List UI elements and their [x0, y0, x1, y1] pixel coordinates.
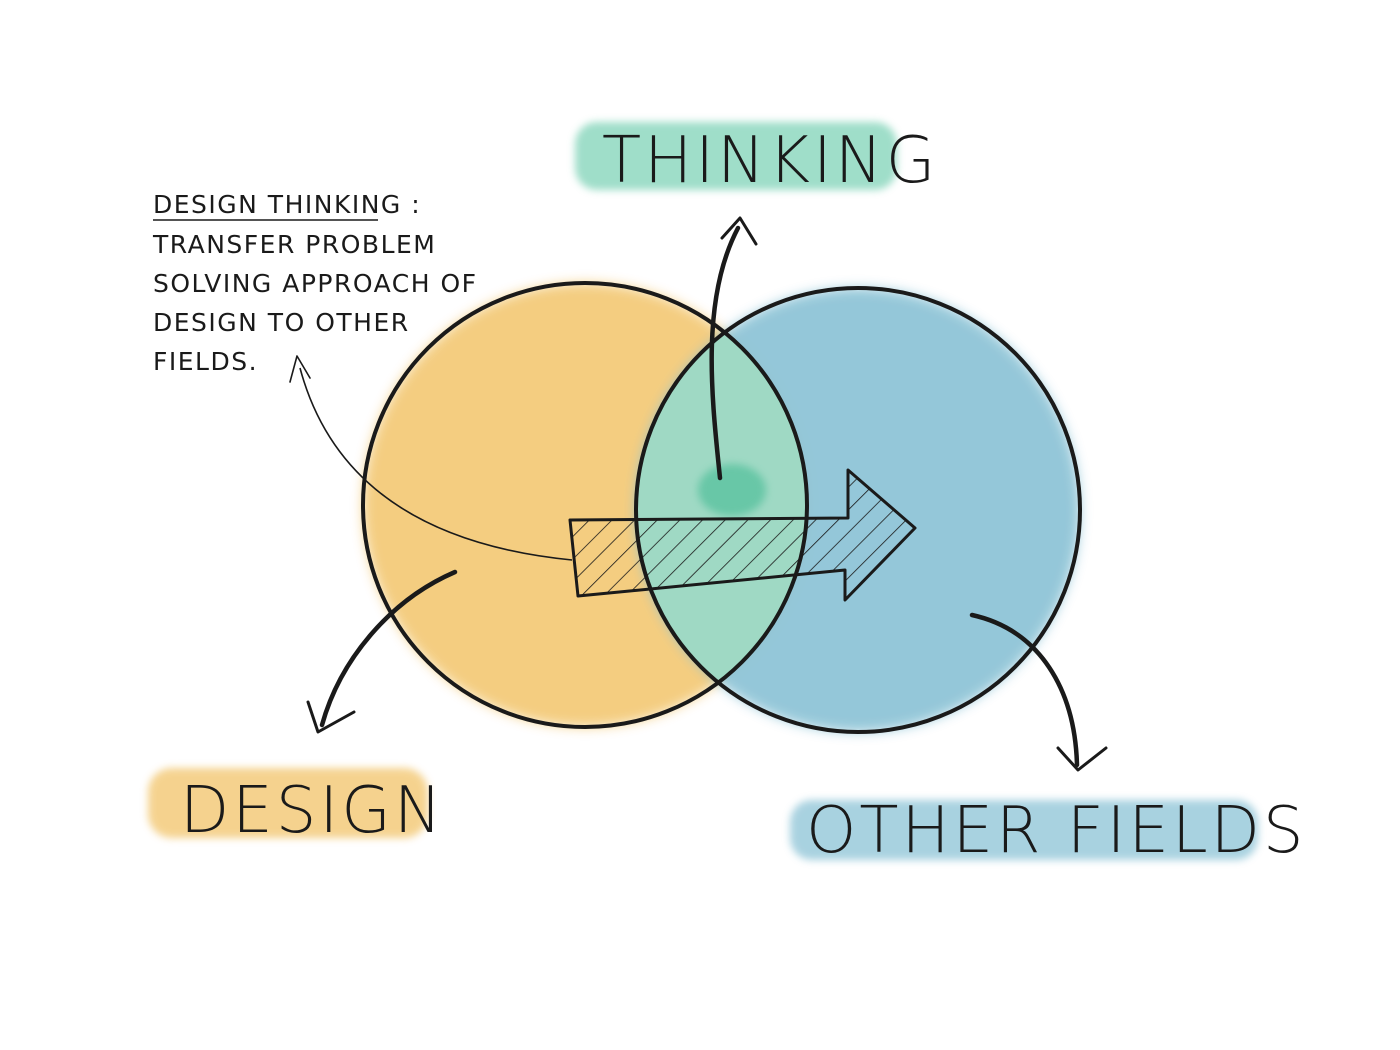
- note-line-3: DESIGN TO OTHER: [153, 308, 410, 337]
- arrow-to-other-fields: [969, 612, 1080, 768]
- arrow-to-thinking: [709, 225, 741, 481]
- note-line-1: TRANSFER PROBLEM: [152, 230, 436, 259]
- overlap-region-fill: [636, 288, 807, 727]
- thinking-label: THINKING: [602, 124, 938, 198]
- other-fields-label: OTHER FIELDS: [806, 794, 1307, 868]
- note-line-4: FIELDS.: [153, 347, 258, 376]
- thinking-source-blob: [698, 464, 766, 516]
- arrow-to-design-head: [306, 700, 356, 734]
- thinking-label-wash: [575, 122, 897, 190]
- note-line-2: SOLVING APPROACH OF: [153, 269, 478, 298]
- arrow-to-note: [299, 367, 573, 561]
- other-fields-label-wash: [790, 800, 1258, 860]
- design-circle-outline: [361, 281, 809, 729]
- arrow-to-thinking-head: [720, 216, 758, 246]
- arrow-to-design: [319, 569, 458, 728]
- design-label: DESIGN: [180, 774, 445, 848]
- arrow-to-note-head: [289, 355, 311, 383]
- arrow-to-other-fields-head: [1056, 746, 1108, 772]
- note-heading: DESIGN THINKING :: [153, 190, 421, 219]
- transfer-arrow: [568, 468, 917, 602]
- design-label-wash: [148, 768, 428, 838]
- other-fields-circle-outline: [634, 286, 1082, 734]
